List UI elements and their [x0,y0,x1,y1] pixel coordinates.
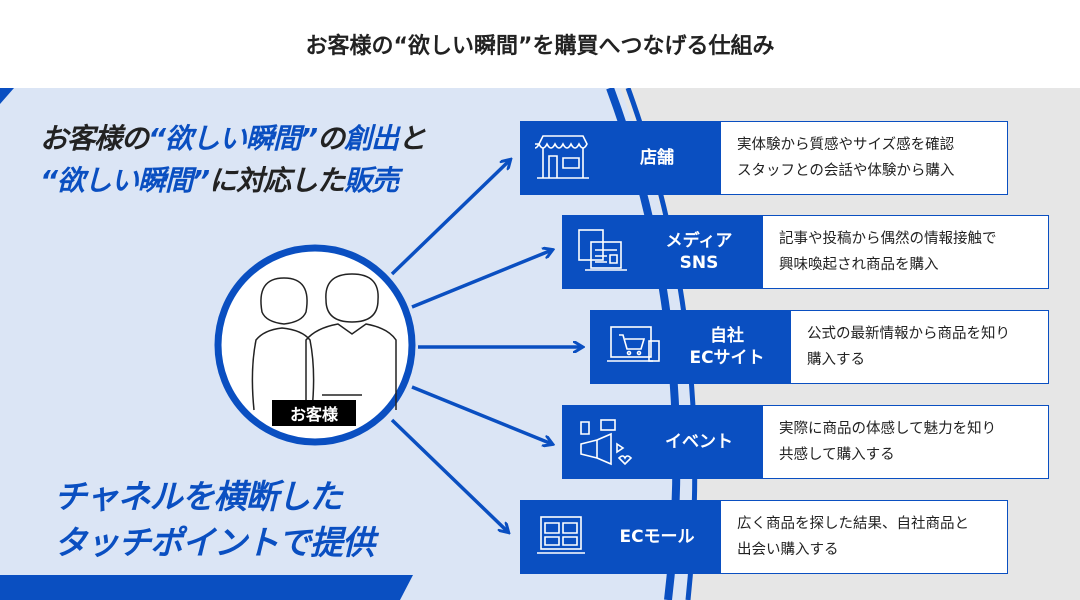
store-icon [535,135,589,179]
arrow-event [411,385,552,444]
channel-description: 実際に商品の体感して魅力を知り共感して購入する [763,406,1048,478]
channel-label: ECモール [521,501,721,573]
headline-part: お客様の [40,122,149,155]
channel-name: イベント [635,431,763,453]
channel-name-line: ECモール [619,527,695,547]
mall-icon [537,516,585,554]
description-line: 共感して購入する [779,447,895,463]
channel-name-line: ECサイト [689,348,765,368]
channel-name-line: 自社 [710,326,744,346]
channel-label: 店舗 [521,122,721,194]
laptop-cart-icon [607,326,660,362]
description-line: 興味喚起され商品を購入 [779,257,939,273]
channel-name-line: イベント [665,432,733,452]
arrow-store [390,160,510,276]
headline-part: の [317,122,345,155]
channel-name: 店舗 [593,147,721,169]
channel-name-line: 店舗 [640,148,674,168]
arrow-media [411,250,552,309]
channel-name-line: メディア [665,231,733,251]
bottom-bar [0,575,413,600]
customer-circle [214,244,416,446]
headline-part: に対応した [209,164,345,197]
description-line: 実体験から質感やサイズ感を確認 [737,137,955,153]
customers-icon [251,273,397,411]
description-line: 広く商品を探した結果、自社商品と [737,516,969,532]
channel-card: イベント 実際に商品の体感して魅力を知り共感して購入する [562,405,1049,479]
headline-part: “欲しい瞬間” [40,164,210,197]
subheadline-line: タッチポイントで提供 [54,523,375,562]
description-line: スタッフとの会話や体験から購入 [737,163,955,179]
headline: お客様の“欲しい瞬間”の創出と “欲しい瞬間”に対応した販売 [40,118,426,202]
customer-label: お客様 [272,400,356,426]
description-line: 公式の最新情報から商品を知り [807,326,1010,342]
channel-card: 店舗 実体験から質感やサイズ感を確認スタッフとの会話や体験から購入 [520,121,1008,195]
subheadline: チャネルを横断した タッチポイントで提供 [54,474,375,566]
subheadline-line: チャネルを横断した [54,477,343,516]
channel-card: ECモール 広く商品を探した結果、自社商品と出会い購入する [520,500,1008,574]
channel-description: 記事や投稿から偶然の情報接触で興味喚起され商品を購入 [763,216,1048,288]
channel-description: 実体験から質感やサイズ感を確認スタッフとの会話や体験から購入 [721,122,1007,194]
channel-description: 公式の最新情報から商品を知り購入する [791,311,1048,383]
headline-part: 販売 [344,164,399,197]
megaphone-icon [580,419,633,466]
headline-part: と [398,122,426,155]
headline-part: 創出 [344,122,399,155]
channel-name: ECモール [593,526,721,548]
headline-part: “欲しい瞬間” [148,122,318,155]
channel-description: 広く商品を探した結果、自社商品と出会い購入する [721,501,1007,573]
description-line: 出会い購入する [737,542,839,558]
description-line: 記事や投稿から偶然の情報接触で [779,231,997,247]
channel-name-line: SNS [679,253,719,273]
arrow-ec-mall [390,418,508,532]
news-icon [578,229,627,271]
description-line: 実際に商品の体感して魅力を知り [779,421,997,437]
description-line: 購入する [807,352,865,368]
page-title: お客様の“欲しい瞬間”を購買へつなげる仕組み [0,0,1080,88]
channel-label: イベント [563,406,763,478]
